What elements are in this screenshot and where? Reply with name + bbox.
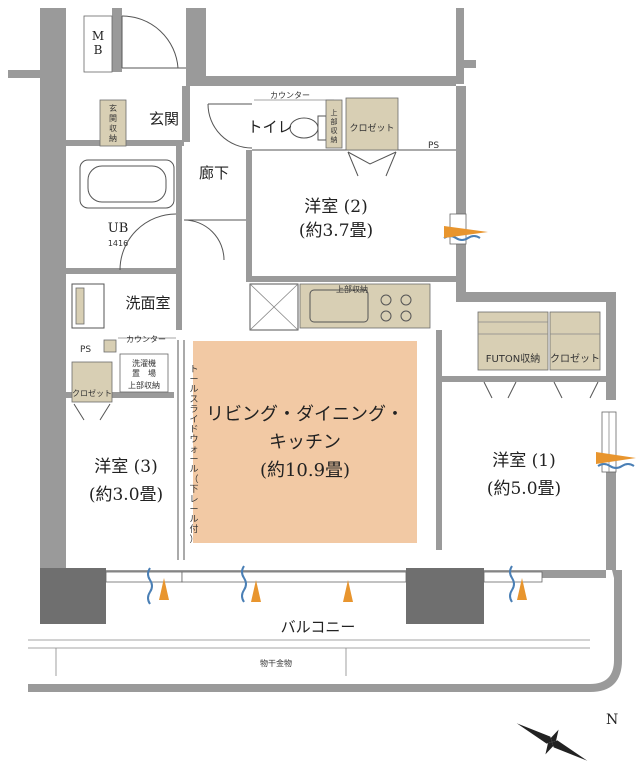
- hallway-label: 廊下: [199, 164, 229, 182]
- svg-text:置 場: 置 場: [132, 368, 156, 378]
- airflow-arrow-icon: [159, 578, 169, 600]
- ldk-name-2: キッチン: [269, 432, 341, 453]
- closet-1: クロゼット: [483, 311, 601, 399]
- futon-storage: FUTON収納: [477, 311, 549, 371]
- shoe-storage: 玄 関 収 納: [99, 99, 127, 147]
- airflow-arrow-icon: [444, 226, 488, 238]
- sliding-wall-char: ラ: [189, 404, 198, 415]
- sliding-wall-char: ）: [189, 534, 198, 545]
- entrance-label: 玄関: [149, 110, 179, 128]
- svg-text:FUTON収納: FUTON収納: [486, 352, 541, 365]
- western-2-name: 洋室 (2): [304, 197, 367, 217]
- unit-bath: [79, 159, 177, 271]
- mb-m-label: M: [92, 29, 104, 43]
- svg-text:クロゼット: クロゼット: [550, 353, 600, 365]
- wash-counter-label: カウンター: [126, 335, 166, 344]
- washroom-label: 洗面室: [125, 294, 170, 312]
- kitchen-counter: 上部収納: [249, 283, 431, 331]
- sliding-wall-char: ー: [189, 455, 198, 465]
- svg-text:玄: 玄: [109, 103, 117, 113]
- balcony-windows: [105, 571, 543, 583]
- ub-label: UB: [108, 221, 129, 236]
- sliding-wall-char: 下: [189, 485, 198, 495]
- svg-text:収: 収: [331, 127, 338, 135]
- sliding-wall-char: ー: [189, 505, 198, 515]
- sliding-wall-char: 付: [189, 524, 198, 535]
- svg-text:関: 関: [109, 114, 117, 123]
- airflow-arrow-icon: [517, 578, 527, 600]
- sliding-wall-char: イ: [189, 415, 198, 425]
- ldk-size: (約10.9畳): [260, 460, 350, 481]
- airflow-arrow-icon: [251, 580, 261, 602]
- sliding-wall-char: ウ: [189, 434, 198, 445]
- meter-box: M B: [83, 15, 113, 73]
- sliding-wall-char: ー: [189, 375, 198, 385]
- sliding-wall-char: ス: [189, 395, 198, 405]
- airflow-arrow-icon: [596, 452, 636, 464]
- ldk-name: リビング・ダイニング・: [206, 404, 404, 425]
- airflow-wave-icon: [509, 565, 515, 603]
- balcony-railing: [28, 639, 590, 676]
- toilet-room: カウンター 上 部 収 納: [207, 91, 456, 151]
- svg-text:部: 部: [331, 117, 338, 126]
- sliding-wall-char: ル: [189, 465, 198, 475]
- airflow-wave-icon: [241, 565, 247, 603]
- airflow-indicators: [147, 226, 636, 605]
- svg-text:洗濯機: 洗濯機: [132, 358, 156, 368]
- svg-text:上部収納: 上部収納: [128, 380, 160, 390]
- svg-text:クロゼット: クロゼット: [72, 388, 112, 398]
- laundry-hardware-label: 物干金物: [260, 658, 292, 668]
- sliding-wall-char: ル: [189, 385, 198, 395]
- entrance-door: [121, 15, 186, 69]
- western-3-name: 洋室 (3): [94, 457, 157, 477]
- north-label: N: [606, 712, 618, 728]
- western-2-size: (約3.7畳): [299, 221, 373, 241]
- sliding-wall-char: ル: [189, 515, 198, 525]
- compass-icon: [516, 723, 588, 761]
- toilet-counter-label: カウンター: [270, 91, 310, 100]
- toilet-label: トイレ: [247, 118, 292, 136]
- ps-top-label: PS: [428, 141, 439, 151]
- svg-text:納: 納: [109, 133, 117, 143]
- sliding-wall-char: ド: [189, 425, 198, 435]
- western-3-size: (約3.0畳): [89, 485, 163, 505]
- airflow-wave-icon: [147, 567, 153, 605]
- closet-3: クロゼット: [71, 361, 113, 421]
- airflow-arrow-icon: [343, 580, 353, 602]
- western-1-size: (約5.0畳): [487, 479, 561, 499]
- ps-left-label: PS: [80, 345, 91, 355]
- ub-size-label: 1416: [108, 239, 128, 248]
- balcony-label: バルコニー: [281, 618, 356, 636]
- svg-text:収: 収: [109, 123, 117, 133]
- svg-text:クロゼット: クロゼット: [349, 122, 394, 134]
- closet-2: クロゼット: [345, 97, 399, 177]
- kitchen-upper-storage-label: 上部収納: [336, 284, 368, 294]
- ldk-area: [193, 341, 417, 543]
- western-1-name: 洋室 (1): [492, 451, 555, 471]
- sliding-wall-char: ォ: [189, 445, 198, 455]
- sliding-wall-char: レ: [189, 495, 198, 505]
- sliding-wall-char: ト: [189, 365, 198, 375]
- svg-text:上: 上: [331, 108, 338, 117]
- mb-b-label: B: [94, 43, 103, 57]
- svg-text:納: 納: [331, 135, 338, 144]
- airflow-wave-icon: [597, 463, 635, 469]
- sliding-wall: [177, 340, 185, 560]
- sliding-wall-char: （: [189, 474, 198, 485]
- washroom: カウンター 洗濯機 置 場 上部収納: [71, 283, 176, 393]
